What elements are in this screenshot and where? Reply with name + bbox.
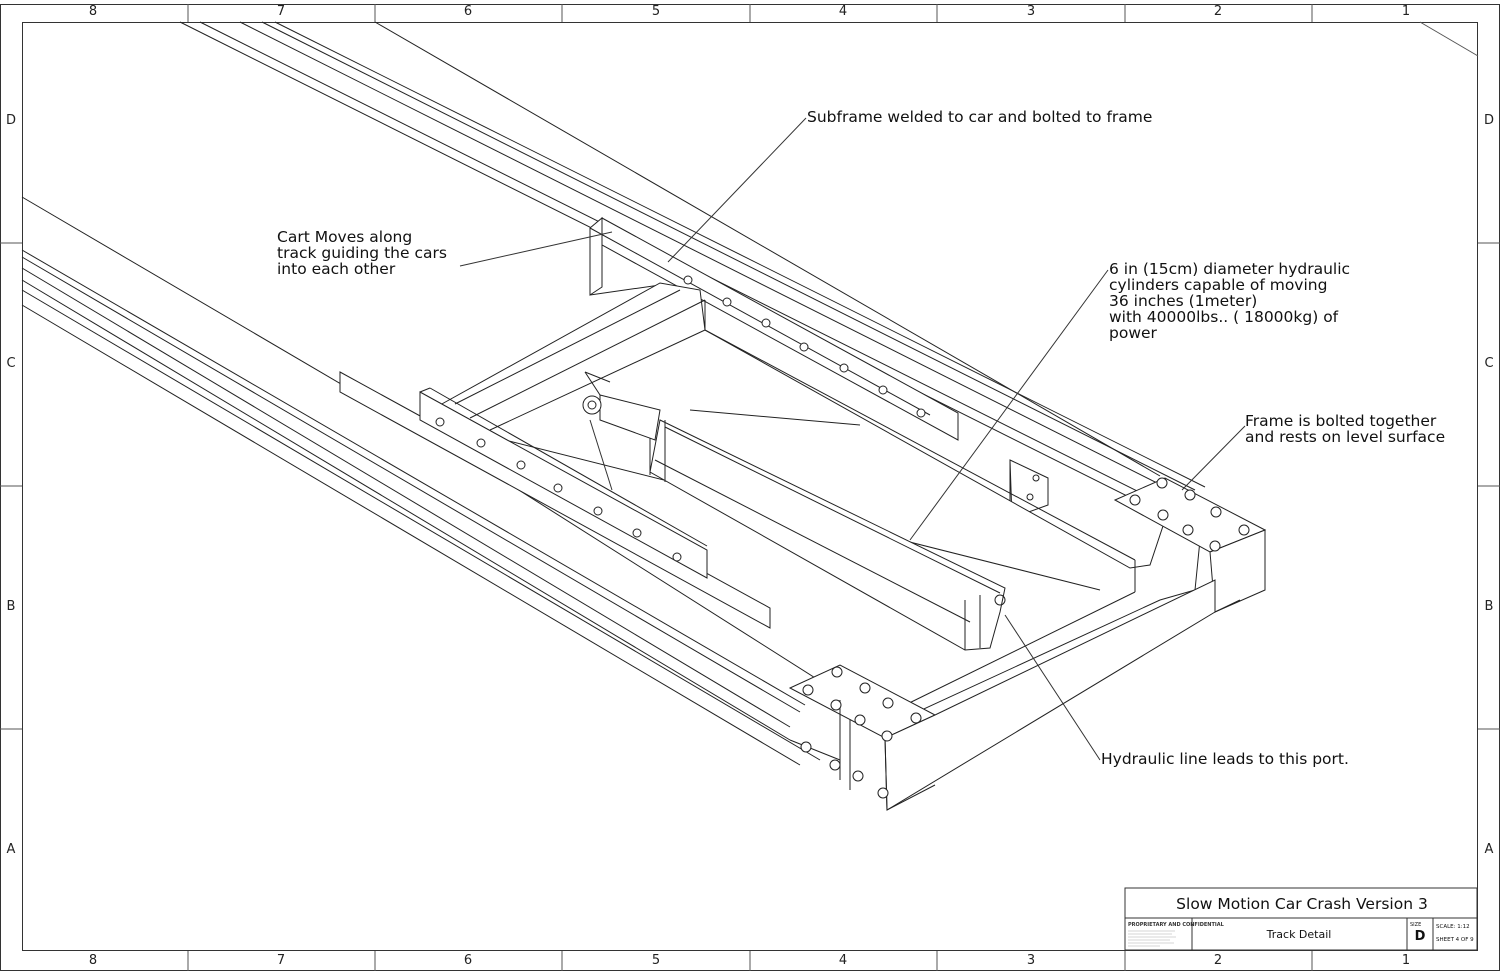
proprietary-heading: PROPRIETARY AND CONFIDENTIAL bbox=[1128, 922, 1224, 928]
end-frame-right bbox=[1113, 477, 1267, 613]
callout-cylinders-line: with 40000lbs.. ( 18000kg) of bbox=[1109, 308, 1339, 326]
zone-col-2-bottom: 2 bbox=[1213, 953, 1223, 968]
zone-col-8-top: 8 bbox=[88, 4, 98, 19]
callout-frame-line: Frame is bolted together bbox=[1245, 412, 1437, 430]
zone-col-6-top: 6 bbox=[463, 4, 473, 19]
callout-cylinders-line: 36 inches (1meter) bbox=[1109, 292, 1258, 310]
inner-border bbox=[22, 22, 1478, 951]
zone-row-d-right: D bbox=[1483, 113, 1494, 128]
zone-col-4-bottom: 4 bbox=[838, 953, 848, 968]
zone-col-2-top: 2 bbox=[1213, 4, 1223, 19]
zone-col-8-bottom: 8 bbox=[88, 953, 98, 968]
sheet-size: D bbox=[1414, 929, 1426, 944]
sheet-number: SHEET 4 OF 9 bbox=[1436, 937, 1474, 943]
callout-frame-line: and rests on level surface bbox=[1245, 428, 1446, 446]
bolts bbox=[435, 275, 1250, 799]
zone-row-c-left: C bbox=[6, 356, 16, 371]
title-block-fineprint bbox=[1128, 930, 1176, 947]
zone-col-5-bottom: 5 bbox=[651, 953, 661, 968]
scale-label: SCALE: 1:12 bbox=[1436, 924, 1470, 930]
end-frame-left bbox=[788, 579, 1216, 811]
zone-row-b-left: B bbox=[6, 599, 16, 614]
title-block-frame bbox=[1124, 887, 1478, 951]
callout-cart-line: into each other bbox=[277, 260, 396, 278]
zone-row-b-right: B bbox=[1484, 599, 1494, 614]
zone-row-a-right: A bbox=[1484, 842, 1494, 857]
callout-cylinders-line: power bbox=[1109, 324, 1157, 342]
zone-col-3-bottom: 3 bbox=[1026, 953, 1036, 968]
zone-row-d-left: D bbox=[5, 113, 16, 128]
zone-row-a-left: A bbox=[6, 842, 16, 857]
leader-lines bbox=[459, 117, 1246, 761]
zone-col-3-top: 3 bbox=[1026, 4, 1036, 19]
zone-ticks bbox=[0, 4, 1500, 971]
callout-frame: Frame is bolted together and rests on le… bbox=[1245, 413, 1445, 445]
zone-col-7-bottom: 7 bbox=[276, 953, 286, 968]
callout-subframe: Subframe welded to car and bolted to fra… bbox=[807, 108, 1153, 126]
callout-cylinders-line: 6 in (15cm) diameter hydraulic bbox=[1109, 260, 1351, 278]
callout-hydraulic-line: Hydraulic line leads to this port. bbox=[1101, 750, 1349, 768]
callout-cart: Cart Moves along track guiding the cars … bbox=[277, 229, 447, 277]
size-label: SIZE bbox=[1410, 922, 1422, 928]
callout-cylinders-line: cylinders capable of moving bbox=[1109, 276, 1328, 294]
zone-col-4-top: 4 bbox=[838, 4, 848, 19]
upper-cart-slider bbox=[589, 216, 1049, 519]
zone-col-5-top: 5 bbox=[651, 4, 661, 19]
callout-cylinders: 6 in (15cm) diameter hydraulic cylinders… bbox=[1109, 261, 1350, 341]
drawing-title: Slow Motion Car Crash Version 3 bbox=[1176, 895, 1428, 913]
zone-col-1-top: 1 bbox=[1401, 4, 1411, 19]
zone-col-7-top: 7 bbox=[276, 4, 286, 19]
drawing-name: Track Detail bbox=[1266, 928, 1332, 941]
zone-col-1-bottom: 1 bbox=[1401, 953, 1411, 968]
callout-cart-line: track guiding the cars bbox=[277, 244, 447, 262]
zone-row-c-right: C bbox=[1484, 356, 1494, 371]
hydraulic-cylinder bbox=[582, 371, 1006, 651]
callout-cart-line: Cart Moves along bbox=[277, 228, 413, 246]
zone-col-6-bottom: 6 bbox=[463, 953, 473, 968]
